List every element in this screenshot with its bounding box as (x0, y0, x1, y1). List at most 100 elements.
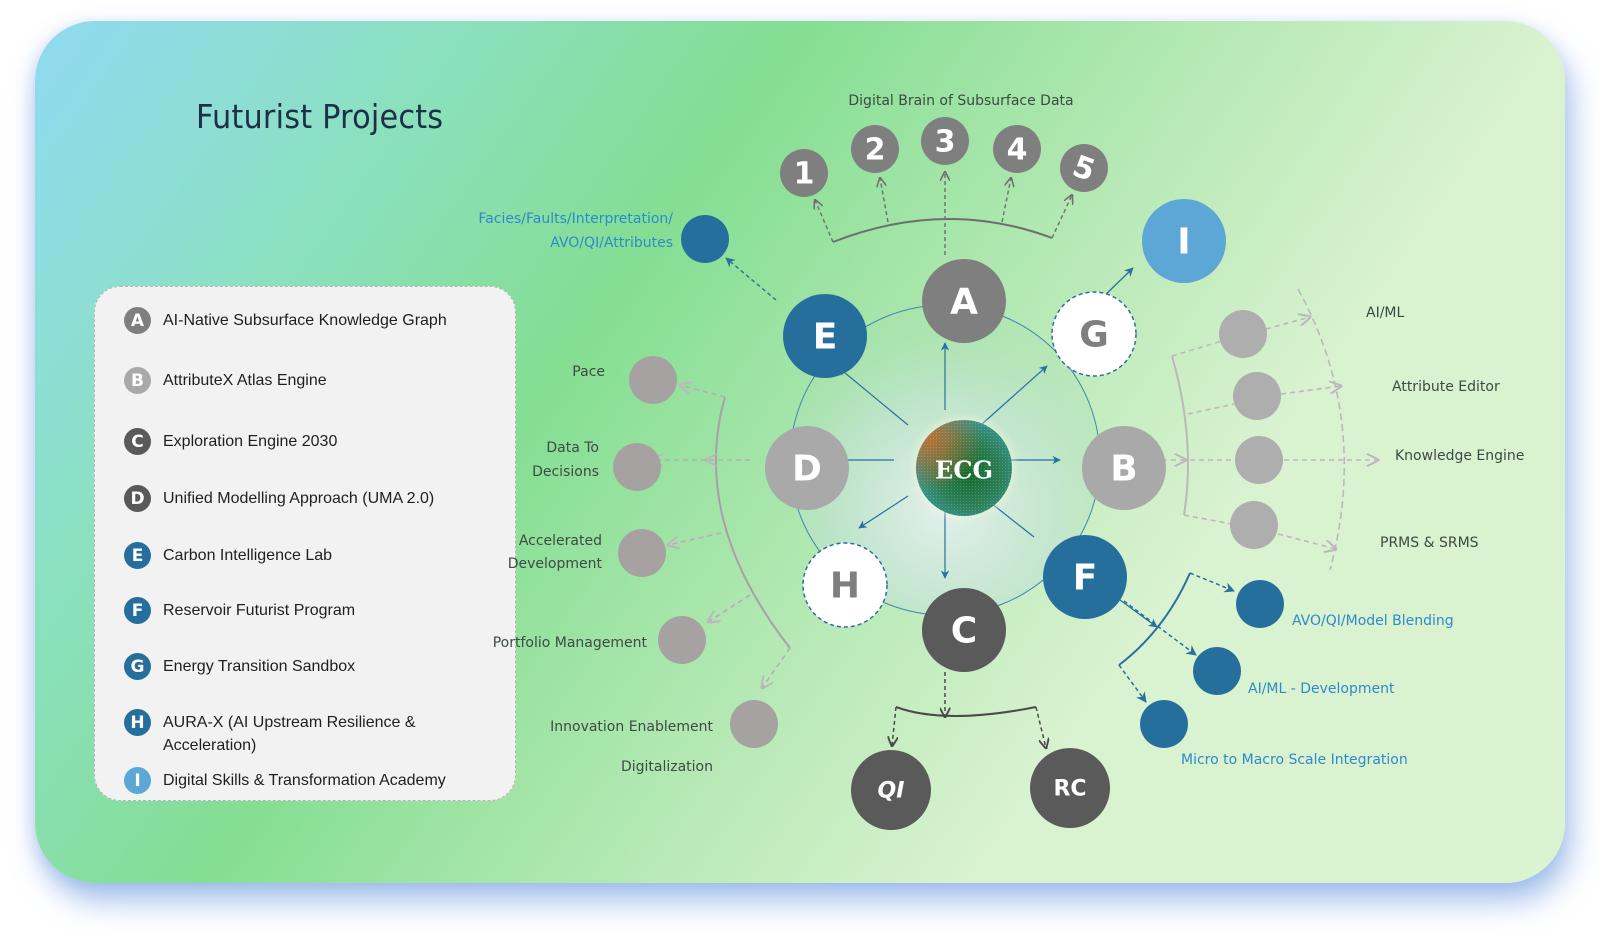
node-c-label: C (951, 611, 977, 652)
branch-a-item-3: 3 (921, 117, 969, 165)
node-g[interactable]: G (1051, 291, 1137, 377)
node-a[interactable]: A (922, 259, 1006, 343)
legend-badge-i: I (124, 767, 151, 794)
node-i-label: I (1177, 222, 1190, 263)
branch-a-item-2: 2 (851, 125, 899, 173)
legend-item-a: A AI-Native Subsurface Knowledge Graph (124, 307, 447, 334)
legend-label-b: AttributeX Atlas Engine (163, 372, 327, 389)
branch-c-item-rc-label: RC (1053, 777, 1086, 802)
node-d-label: D (792, 449, 822, 490)
branch-b-label-3: Knowledge Engine (1395, 448, 1524, 464)
legend-item-d: D Unified Modelling Approach (UMA 2.0) (124, 485, 434, 512)
node-c[interactable]: C (922, 588, 1006, 672)
legend-label-c: Exploration Engine 2030 (163, 433, 338, 450)
branch-d-item-2 (613, 443, 661, 491)
branch-a-heading: Digital Brain of Subsurface Data (848, 93, 1073, 109)
branch-d-connectors (652, 385, 791, 688)
node-f-label: F (1073, 558, 1098, 599)
legend-label-g: Energy Transition Sandbox (163, 658, 356, 675)
branch-a-item-2-label: 2 (865, 133, 886, 168)
branch-a-connectors (815, 172, 1072, 255)
branch-b-item-2 (1233, 372, 1281, 420)
spoke-e (838, 367, 909, 426)
branch-b-item-3 (1235, 436, 1283, 484)
legend-label-d: Unified Modelling Approach (UMA 2.0) (163, 490, 435, 507)
node-e-label: E (813, 317, 838, 358)
branch-b-item-1 (1219, 310, 1267, 358)
node-e[interactable]: E (783, 294, 867, 378)
legend-badge-d: D (124, 485, 151, 512)
legend-item-i: I Digital Skills & Transformation Academ… (124, 767, 446, 794)
branch-d-item-1 (629, 356, 677, 404)
branch-b-item-4 (1230, 501, 1278, 549)
legend-badge-b: B (124, 367, 151, 394)
legend-label-e: Carbon Intelligence Lab (163, 547, 333, 564)
legend-label-f: Reservoir Futurist Program (163, 602, 356, 619)
spoke-h (858, 495, 909, 529)
branch-b-label-4: PRMS & SRMS (1380, 535, 1479, 551)
branch-e-item (681, 215, 729, 263)
branch-d-label-1: Pace (572, 364, 605, 380)
node-b[interactable]: B (1082, 426, 1166, 510)
branch-f-item-1 (1236, 580, 1284, 628)
branch-d-label-4: Portfolio Management (493, 635, 648, 651)
legend-item-b: B AttributeX Atlas Engine (124, 367, 327, 394)
legend-item-g: G Energy Transition Sandbox (124, 653, 355, 680)
legend-label-h: AURA-X (AI Upstream Resilience & Acceler… (163, 714, 416, 754)
branch-a-item-4: 4 (993, 125, 1041, 173)
branch-f-label-2: AI/ML - Development (1248, 681, 1395, 697)
node-h[interactable]: H (802, 542, 888, 628)
branch-c-connectors (892, 672, 1046, 748)
legend-badge-h: H (124, 709, 151, 736)
branch-b-label-2: Attribute Editor (1392, 379, 1500, 395)
legend-label-i: Digital Skills & Transformation Academy (163, 772, 446, 789)
branch-d-label-2b: Decisions (532, 464, 599, 480)
branch-d-footer: Digitalization (621, 759, 713, 775)
branch-e-label-line2: AVO/QI/Attributes (550, 235, 673, 251)
legend-badge-e: E (124, 542, 151, 569)
branch-c-item-qi-label: QI (878, 779, 905, 804)
branch-d-item-5 (730, 700, 778, 748)
center-ecg-label: ECG (935, 456, 993, 485)
node-f[interactable]: F (1043, 535, 1127, 619)
branch-f-item-2 (1193, 647, 1241, 695)
node-i[interactable]: I (1142, 199, 1226, 283)
legend-panel: A AI-Native Subsurface Knowledge Graph B… (94, 286, 516, 801)
spoke-g (981, 365, 1048, 425)
branch-a-item-1-label: 1 (794, 157, 815, 192)
branch-f-label-1: AVO/QI/Model Blending (1292, 613, 1454, 629)
branch-a-item-4-label: 4 (1007, 133, 1028, 168)
branch-d-label-5: Innovation Enablement (550, 719, 713, 735)
legend-item-e: E Carbon Intelligence Lab (124, 542, 332, 569)
node-g-label: G (1079, 315, 1109, 356)
branch-d-item-3 (618, 529, 666, 577)
branch-d-label-3a: Accelerated (519, 533, 602, 549)
branch-e-label-line1: Facies/Faults/Interpretation/ (478, 211, 673, 227)
branch-f-connectors (1118, 572, 1235, 703)
legend-item-h: H AURA-X (AI Upstream Resilience & Accel… (124, 709, 454, 757)
branch-d-label-2a: Data To (546, 440, 599, 456)
legend-item-c: C Exploration Engine 2030 (124, 428, 337, 455)
node-h-label: H (830, 566, 860, 607)
legend-badge-f: F (124, 597, 151, 624)
branch-a-item-3-label: 3 (935, 125, 956, 160)
legend-badge-a: A (124, 307, 151, 334)
node-d[interactable]: D (765, 426, 849, 510)
branch-e-connector (725, 257, 777, 301)
branch-a-item-1: 1 (780, 149, 828, 197)
branch-a-item-5: 5 (1060, 144, 1108, 192)
page-title: Futurist Projects (196, 97, 444, 136)
legend-label-a: AI-Native Subsurface Knowledge Graph (163, 312, 447, 329)
branch-d-item-4 (658, 616, 706, 664)
node-a-label: A (950, 282, 978, 323)
branch-f-label-3: Micro to Macro Scale Integration (1181, 752, 1408, 768)
branch-b-label-1: AI/ML (1366, 305, 1405, 321)
legend-badge-g: G (124, 653, 151, 680)
legend-badge-c: C (124, 428, 151, 455)
center-ecg-node[interactable]: ECG (908, 412, 1020, 524)
branch-c-item-qi: QI (851, 750, 931, 830)
branch-b-connectors (1144, 288, 1378, 571)
node-b-label: B (1110, 449, 1137, 490)
branch-c-item-rc: RC (1030, 748, 1110, 828)
